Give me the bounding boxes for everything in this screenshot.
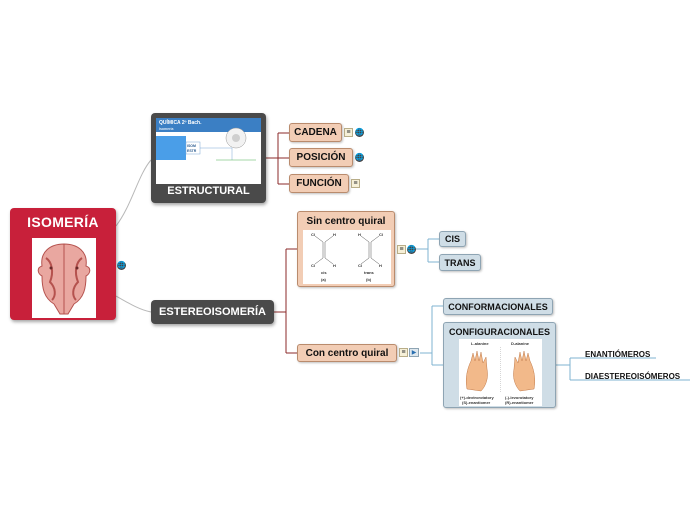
posicion-globe-icon[interactable]: 🌐 [355,153,364,162]
node-estereoisomeria[interactable]: ESTEREOISOMERÍA [151,300,274,324]
right-caption-2: (R)-enantiomer [505,400,534,405]
root-node-isomeria[interactable]: ISOMERÍA [10,208,116,320]
svg-text:H: H [379,263,382,268]
node-cadena[interactable]: CADENA [289,123,342,142]
estructural-thumbnail: QUÍMICA 2º Bach. Isomería ISOM ESTR [156,118,261,184]
svg-text:Cl: Cl [311,232,315,237]
node-estructural[interactable]: QUÍMICA 2º Bach. Isomería ISOM ESTR ESTR… [151,113,266,203]
estereoisomeria-label: ESTEREOISOMERÍA [159,306,266,318]
two-faces-image [32,238,96,318]
left-caption: (+)-dextrorotatory [460,395,494,400]
con-centro-note-icon[interactable]: ≡ [399,348,408,357]
svg-text:Cl: Cl [311,263,315,268]
sin-centro-globe-icon[interactable]: 🌐 [407,245,416,254]
left-caption-2: (S)-enantiomer [462,400,491,405]
funcion-label: FUNCIÓN [296,178,342,189]
d-alanine-title: D-alanine [511,341,530,346]
connector-sincentro-children [416,238,439,263]
root-link-globe-icon[interactable]: 🌐 [117,261,126,270]
connector-estereo-children [274,248,297,354]
conformacionales-label: CONFORMACIONALES [448,301,548,312]
cadena-globe-icon[interactable]: 🌐 [355,128,364,137]
connector-config-children [556,357,690,381]
thumb-heading: QUÍMICA 2º Bach. [159,118,202,126]
sin-centro-note-icon[interactable]: ≡ [397,245,406,254]
svg-text:H: H [333,263,336,268]
trans-label: TRANS [444,257,476,268]
svg-text:H: H [333,232,336,237]
right-caption: (-)-levorotatory [505,395,534,400]
connector-estructural-children [266,132,289,185]
node-configuracionales[interactable]: CONFIGURACIONALES L-alanine D-alanine (+… [443,322,556,408]
cadena-note-icon[interactable]: ≡ [344,128,353,137]
svg-text:Cl: Cl [379,232,383,237]
trans-caption: trans [364,270,375,275]
cis-letter: (a) [321,277,327,282]
funcion-note-icon[interactable]: ≡ [351,179,360,188]
node-conformacionales[interactable]: CONFORMACIONALES [443,298,553,315]
sin-centro-quiral-label: Sin centro quiral [306,216,386,227]
trans-letter: (b) [366,277,372,282]
thumb-subheading: Isomería [159,127,173,131]
con-centro-play-icon[interactable]: ▶ [409,348,419,357]
cis-label: CIS [444,234,460,244]
node-funcion[interactable]: FUNCIÓN [289,174,349,193]
node-con-centro-quiral[interactable]: Con centro quiral [297,344,397,362]
thumb-box-2: ESTR [187,149,197,153]
node-trans[interactable]: TRANS [439,254,481,271]
root-title: ISOMERÍA [27,214,99,230]
cadena-label: CADENA [294,127,337,138]
node-diaestereoisomeros[interactable]: DIAESTEREOISÓMEROS [585,372,681,381]
chiral-hands-image: L-alanine D-alanine (+)-dextrorotatory (… [459,339,542,406]
thumb-box-1: ISOM [187,144,196,148]
connector-concentro-children [420,305,443,366]
l-alanine-title: L-alanine [471,341,489,346]
svg-text:Cl: Cl [358,263,362,268]
node-posicion[interactable]: POSICIÓN [289,148,353,167]
configuracionales-label: CONFIGURACIONALES [449,327,550,337]
posicion-label: POSICIÓN [296,152,346,163]
node-enantiomeros[interactable]: ENANTIÓMEROS [585,350,651,359]
estructural-label: ESTRUCTURAL [167,185,250,197]
connector-root-estructural [115,159,152,227]
node-cis[interactable]: CIS [439,231,466,247]
cis-caption: cis [321,270,327,275]
connector-root-estereo [115,295,152,313]
svg-text:H: H [358,232,361,237]
con-centro-quiral-label: Con centro quiral [305,347,389,359]
